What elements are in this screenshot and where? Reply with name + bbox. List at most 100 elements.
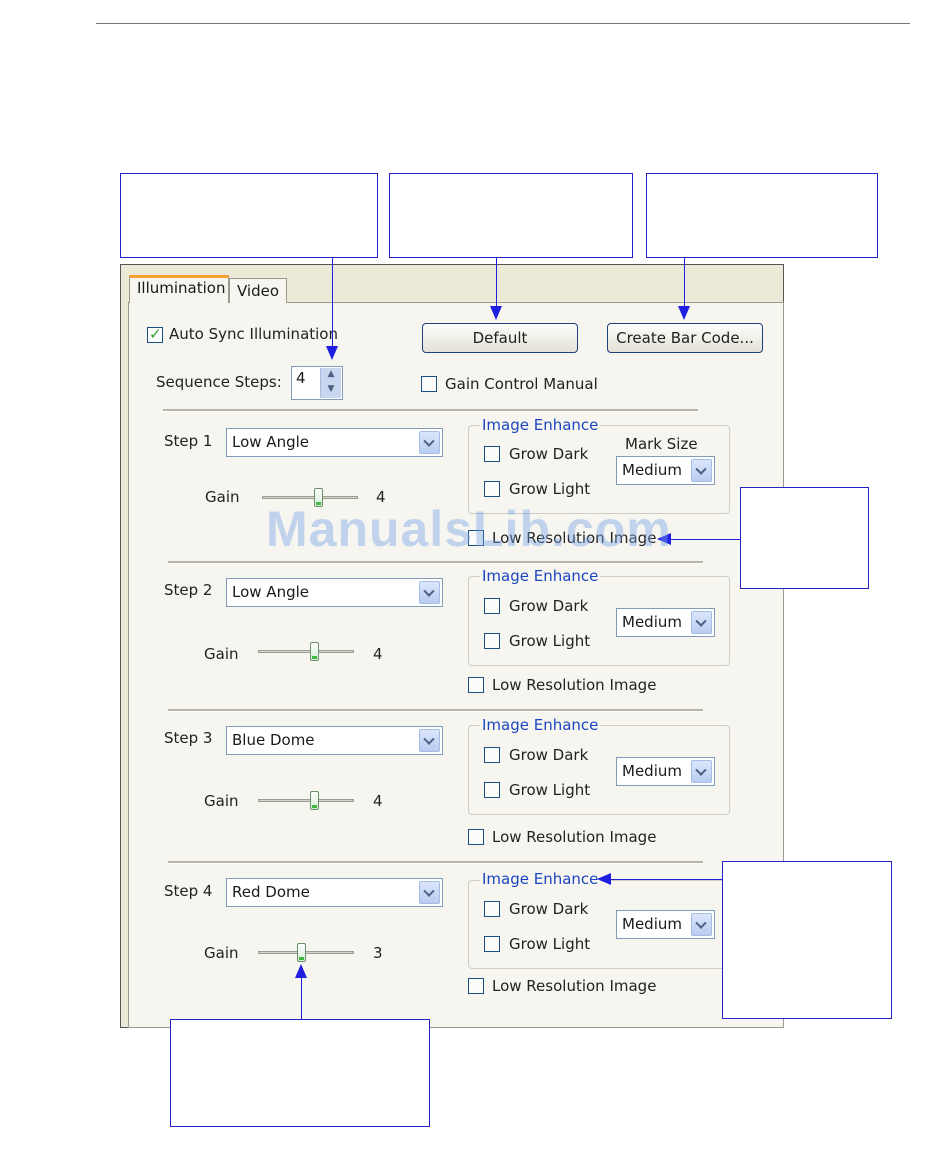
step1-gain-slider-thumb[interactable] (314, 488, 323, 507)
arrow-down-icon (326, 346, 338, 360)
step3-label: Step 3 (164, 729, 213, 747)
auto-sync-checkbox[interactable] (147, 325, 163, 343)
step3-gain-slider-thumb[interactable] (310, 791, 319, 810)
sequence-steps-spinner[interactable]: 4 ▲▼ (291, 366, 343, 400)
step4-low-res-label: Low Resolution Image (492, 977, 657, 995)
sequence-steps-label: Sequence Steps: (156, 373, 282, 391)
chevron-down-icon[interactable] (691, 760, 712, 783)
step1-mark-size-value: Medium (622, 461, 682, 479)
step2-low-res-label: Low Resolution Image (492, 676, 657, 694)
step2-grow-dark-label: Grow Dark (509, 597, 589, 615)
step4-grow-dark-checkbox[interactable] (484, 901, 500, 917)
gain-control-manual-label: Gain Control Manual (445, 375, 598, 393)
leader-line (332, 258, 333, 348)
sequence-steps-value: 4 (296, 369, 306, 387)
step3-mark-size-select[interactable]: Medium (616, 757, 715, 786)
step4-gain-track[interactable] (258, 951, 354, 954)
step2-mark-size-select[interactable]: Medium (616, 608, 715, 637)
chevron-down-icon[interactable] (691, 611, 712, 634)
callout-low-resolution (740, 487, 869, 589)
tab-video[interactable]: Video (229, 278, 287, 303)
step4-gain-slider-thumb[interactable] (297, 943, 306, 962)
step1-grow-light-checkbox[interactable] (484, 481, 500, 497)
arrow-down-icon (490, 306, 502, 320)
step2-low-res-checkbox[interactable] (468, 677, 484, 693)
step3-grow-dark-checkbox[interactable] (484, 747, 500, 763)
callout-image-enhance (722, 861, 892, 1019)
step2-illumination-value: Low Angle (232, 583, 309, 601)
arrow-down-icon (678, 306, 690, 320)
step4-low-res-checkbox[interactable] (468, 978, 484, 994)
default-button[interactable]: Default (422, 323, 578, 353)
callout-default (389, 173, 633, 258)
step3-illumination-value: Blue Dome (232, 731, 315, 749)
arrow-left-icon (597, 873, 611, 885)
step3-low-res-checkbox[interactable] (468, 829, 484, 845)
step3-grow-light-checkbox[interactable] (484, 782, 500, 798)
step1-grow-dark-checkbox[interactable] (484, 446, 500, 462)
tab-illumination[interactable]: Illumination (129, 275, 229, 303)
spinner-buttons[interactable]: ▲▼ (320, 368, 341, 398)
step2-illumination-select[interactable]: Low Angle (226, 578, 443, 607)
tab-illumination-label: Illumination (137, 279, 226, 297)
step4-divider (168, 861, 703, 864)
default-button-label: Default (472, 329, 528, 347)
watermark: ManualsLib.com (266, 501, 672, 557)
chevron-down-icon[interactable] (419, 581, 440, 604)
step3-illumination-select[interactable]: Blue Dome (226, 726, 443, 755)
arrow-up-icon (295, 964, 307, 978)
step2-gain-slider-thumb[interactable] (310, 642, 319, 661)
step4-grow-light-label: Grow Light (509, 935, 591, 953)
step1-divider (163, 409, 698, 412)
callout-sequence-steps (120, 173, 378, 258)
step3-gain-track[interactable] (258, 799, 354, 802)
step3-divider (168, 709, 703, 712)
spin-down-icon[interactable]: ▼ (327, 384, 335, 394)
step4-image-enhance-title: Image Enhance (480, 870, 601, 888)
page-rule (96, 23, 910, 24)
step3-grow-light-label: Grow Light (509, 781, 591, 799)
create-bar-code-button[interactable]: Create Bar Code... (607, 323, 763, 353)
chevron-down-icon[interactable] (419, 729, 440, 752)
step1-illumination-select[interactable]: Low Angle (226, 428, 443, 457)
mark-size-label: Mark Size (625, 435, 698, 453)
gain-control-manual-checkbox[interactable] (421, 376, 437, 392)
step4-label: Step 4 (164, 882, 213, 900)
step2-image-enhance-title: Image Enhance (480, 567, 601, 585)
leader-line (496, 258, 497, 308)
step2-grow-dark-checkbox[interactable] (484, 598, 500, 614)
step3-low-res-label: Low Resolution Image (492, 828, 657, 846)
step4-gain-value: 3 (373, 944, 383, 962)
leader-line (684, 258, 685, 308)
step1-gain-track[interactable] (262, 496, 358, 499)
step1-mark-size-select[interactable]: Medium (616, 456, 715, 485)
step2-mark-size-value: Medium (622, 613, 682, 631)
chevron-down-icon[interactable] (419, 881, 440, 904)
step3-grow-dark-label: Grow Dark (509, 746, 589, 764)
chevron-down-icon[interactable] (691, 913, 712, 936)
step2-label: Step 2 (164, 581, 213, 599)
step1-grow-dark-label: Grow Dark (509, 445, 589, 463)
step4-mark-size-select[interactable]: Medium (616, 910, 715, 939)
arrow-left-icon (657, 533, 671, 545)
step2-divider (168, 561, 703, 564)
auto-sync-label: Auto Sync Illumination (169, 325, 338, 343)
step2-gain-label: Gain (204, 645, 239, 663)
spin-up-icon[interactable]: ▲ (327, 369, 335, 379)
leader-line (670, 539, 740, 540)
step1-low-res-checkbox[interactable] (468, 530, 484, 546)
chevron-down-icon[interactable] (419, 431, 440, 454)
step2-gain-track[interactable] (258, 650, 354, 653)
step4-illumination-select[interactable]: Red Dome (226, 878, 443, 907)
step1-low-res-label: Low Resolution Image (492, 529, 657, 547)
step3-gain-value: 4 (373, 792, 383, 810)
step1-gain-value: 4 (376, 488, 386, 506)
step4-grow-light-checkbox[interactable] (484, 936, 500, 952)
chevron-down-icon[interactable] (691, 459, 712, 482)
step2-grow-light-checkbox[interactable] (484, 633, 500, 649)
leader-line (301, 978, 302, 1019)
step1-illumination-value: Low Angle (232, 433, 309, 451)
step1-grow-light-label: Grow Light (509, 480, 591, 498)
step3-mark-size-value: Medium (622, 762, 682, 780)
step2-grow-light-label: Grow Light (509, 632, 591, 650)
